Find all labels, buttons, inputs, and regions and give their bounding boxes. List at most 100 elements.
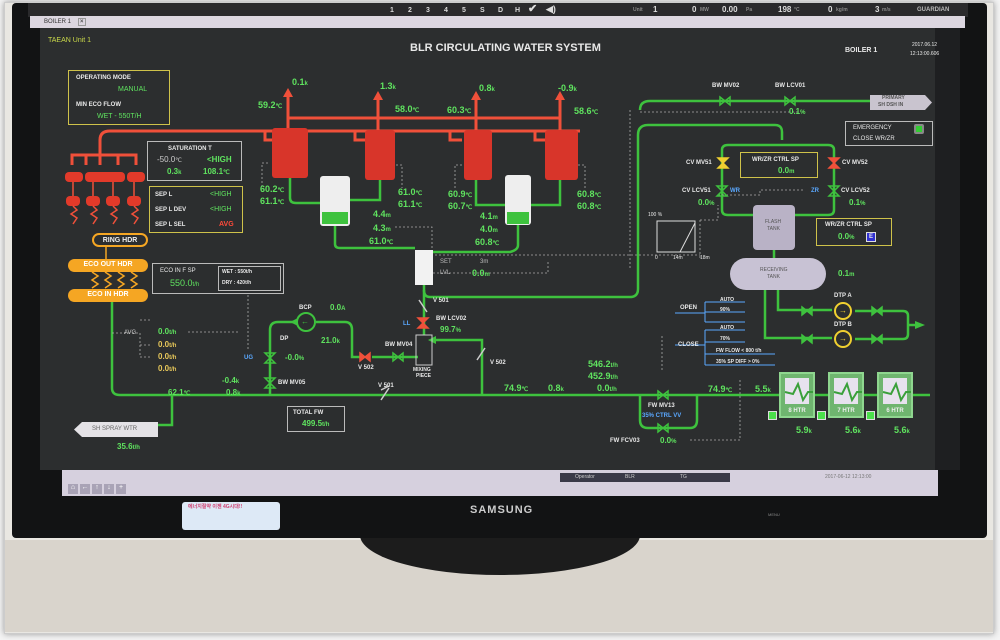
operating-mode-label: OPERATING MODE (76, 75, 131, 81)
cv-lcv52-value: 0.1% (849, 198, 866, 208)
sep-l-dev-label: SEP L DEV (155, 207, 187, 213)
fw-mv13-label: FW MV13 (648, 403, 675, 409)
sh-dsh-in-label: SH DSH IN (878, 102, 904, 108)
total-fw-panel (287, 406, 345, 432)
sep-l-value: <HIGH (210, 191, 232, 198)
temp-value: 198 (778, 5, 792, 14)
sp-e-button[interactable]: E (866, 232, 877, 242)
operating-mode-value: MANUAL (118, 86, 148, 93)
close-mode: AUTO (720, 325, 735, 331)
right-tank-level-1: 4.1m (480, 211, 498, 222)
heater-7-status[interactable] (817, 411, 826, 420)
unit-label: Unit (633, 7, 643, 13)
valves (263, 95, 883, 434)
tab-bar (30, 16, 965, 28)
mw-unit: MW (700, 7, 709, 13)
bw-lcv01-label: BW LCV01 (775, 83, 806, 89)
operating-mode-panel (68, 70, 170, 125)
fw-flow-2: 452.9t/h (588, 371, 618, 382)
bw-lcv02-value: 99.7% (440, 325, 461, 335)
monitor-menu-button[interactable]: MENU (768, 512, 780, 517)
speaker-icon[interactable]: ◀) (546, 4, 556, 14)
sep-l-dev-value: <HIGH (210, 206, 232, 213)
check-icon[interactable]: ✔ (528, 3, 538, 15)
cv-mv51-label: CV MV51 (686, 160, 712, 166)
page-5-button[interactable]: 5 (462, 7, 466, 14)
close-wrzr-label: CLOSE WR/ZR (853, 136, 895, 142)
operator-label: Operator (575, 474, 595, 480)
sep1-temp: 59.2℃ (258, 100, 283, 111)
page-2-button[interactable]: 2 (408, 7, 412, 14)
open-label: OPEN (680, 305, 698, 311)
heater-8-status[interactable] (768, 411, 777, 420)
avg-label: AVG (124, 330, 137, 336)
sh-spray-flow: 35.6t/h (117, 442, 140, 452)
eco-flow-3: 0.0t/h (158, 364, 177, 374)
pa-unit: Pa (746, 7, 753, 13)
open-pct: 90% (720, 307, 731, 313)
page-s-button[interactable]: S (480, 7, 485, 14)
sep-l-sel-value: AVG (219, 221, 234, 228)
wrzr-ctrl-sp-2-title: WR/ZR CTRL SP (825, 222, 872, 228)
ctrl-vv-label: 35% CTRL VV (642, 413, 682, 419)
set-label: SET (440, 259, 452, 265)
sep4-temp-b: 60.8℃ (577, 201, 602, 212)
page-4-button[interactable]: 4 (444, 7, 448, 14)
temp-unit: °C (794, 7, 800, 13)
sticker-text: 에너지절약 이젠 4G시대!! (188, 504, 243, 510)
dp-value: 21.0k (321, 336, 340, 346)
page-h-button[interactable]: H (515, 7, 521, 14)
close-cond-2: 35% SP DIFF > 0% (716, 359, 760, 365)
sep4-flow: -0.9k (558, 83, 577, 94)
back-icon[interactable]: ← (80, 484, 90, 494)
set-value: 3m (480, 259, 489, 265)
sep1-flow: 0.1k (292, 77, 308, 88)
wet-label: WET : 550t/h (222, 269, 253, 275)
samsung-logo: SAMSUNG (470, 504, 534, 516)
bw-lcv02-label: BW LCV02 (436, 316, 467, 322)
sep3-temp-b: 60.7℃ (448, 201, 473, 212)
bcp-label: BCP (299, 305, 312, 311)
cv-lcv51-value: 0.0% (698, 198, 715, 208)
heater-8: 8 HTR (779, 372, 815, 418)
home-icon[interactable]: ⌂ (68, 484, 78, 494)
min-eco-flow-label: MIN ECO FLOW (76, 102, 121, 108)
cv-lcv52-label: CV LCV52 (841, 188, 870, 194)
flash-tank (753, 205, 795, 250)
heater-6-status[interactable] (866, 411, 875, 420)
emergency-indicator[interactable] (914, 124, 924, 134)
sep2-temp-b: 61.1℃ (398, 199, 423, 210)
status-bar (62, 470, 938, 496)
heater-6-pressure: 5.6k (894, 425, 910, 436)
total-fw-value: 499.5t/h (302, 419, 330, 429)
fw-temp-right: 74.9℃ (708, 384, 733, 395)
left-tank-level-1: 4.4m (373, 209, 391, 220)
fw-flow-1: 546.2t/h (588, 359, 618, 370)
tab-close-icon[interactable]: × (78, 18, 86, 26)
separator-box (415, 250, 433, 285)
fw-flow-3: 0.0t/h (597, 383, 617, 394)
emergency-panel (845, 121, 933, 146)
tab-boiler-1[interactable]: BOILER 1 (44, 19, 72, 25)
add-icon[interactable]: + (116, 484, 126, 494)
page-1-button[interactable]: 1 (390, 7, 394, 14)
dtp-b-label: DTP B (834, 322, 852, 328)
up-icon[interactable]: ↑ (92, 484, 102, 494)
v502-label: V 502 (358, 365, 374, 371)
ramp-x2: 18m (700, 255, 710, 261)
min-eco-flow-value: WET - 550T/H (97, 113, 142, 120)
screen-right-margin (935, 28, 960, 470)
eco-pressure-2: 0.8k (226, 388, 241, 398)
wrzr-ctrl-sp-panel (740, 152, 818, 178)
steam-header (98, 129, 580, 152)
wrzr-ctrl-sp-value: 0.0m (778, 166, 795, 176)
down-icon[interactable]: ↓ (104, 484, 114, 494)
kg-unit: kg/m (836, 7, 848, 13)
page-3-button[interactable]: 3 (426, 7, 430, 14)
page-d-button[interactable]: D (498, 7, 504, 14)
primary-sh-arrow (870, 95, 932, 110)
saturation-temp-2: 108.1℃ (203, 167, 230, 177)
lvl-value: 0.0m (472, 268, 490, 279)
mw-value: 0 (692, 5, 697, 14)
